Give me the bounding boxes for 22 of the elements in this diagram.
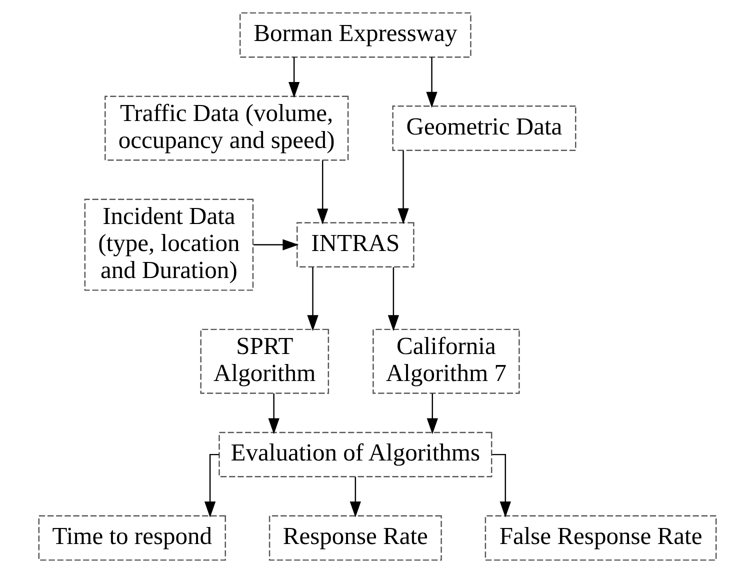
node-box: SPRT Algorithm (200, 328, 329, 394)
arrow (387, 267, 399, 332)
arrow (288, 57, 300, 98)
node-box: INTRAS (296, 222, 414, 268)
arrow (268, 393, 279, 434)
node-box: Response Rate (268, 515, 442, 561)
arrow (306, 267, 318, 332)
arrow (252, 239, 298, 250)
node-box: Traffic Data (volume, occupancy and speed) (104, 96, 348, 161)
node-box: Geometric Data (392, 106, 576, 151)
node-box: California Algorithm 7 (372, 328, 520, 394)
arrow (204, 454, 219, 518)
arrow (397, 150, 408, 224)
node-box: Evaluation of Algorithms (218, 432, 492, 478)
arrow (426, 393, 438, 434)
arrow (426, 57, 437, 108)
node-box: False Response Rate (484, 515, 716, 561)
node-box: Time to respond (38, 515, 226, 561)
node-box: Borman Expressway (238, 12, 471, 58)
arrow (316, 160, 328, 225)
node-box: Incident Data (type, location and Duration) (84, 198, 254, 291)
arrow (349, 476, 360, 518)
